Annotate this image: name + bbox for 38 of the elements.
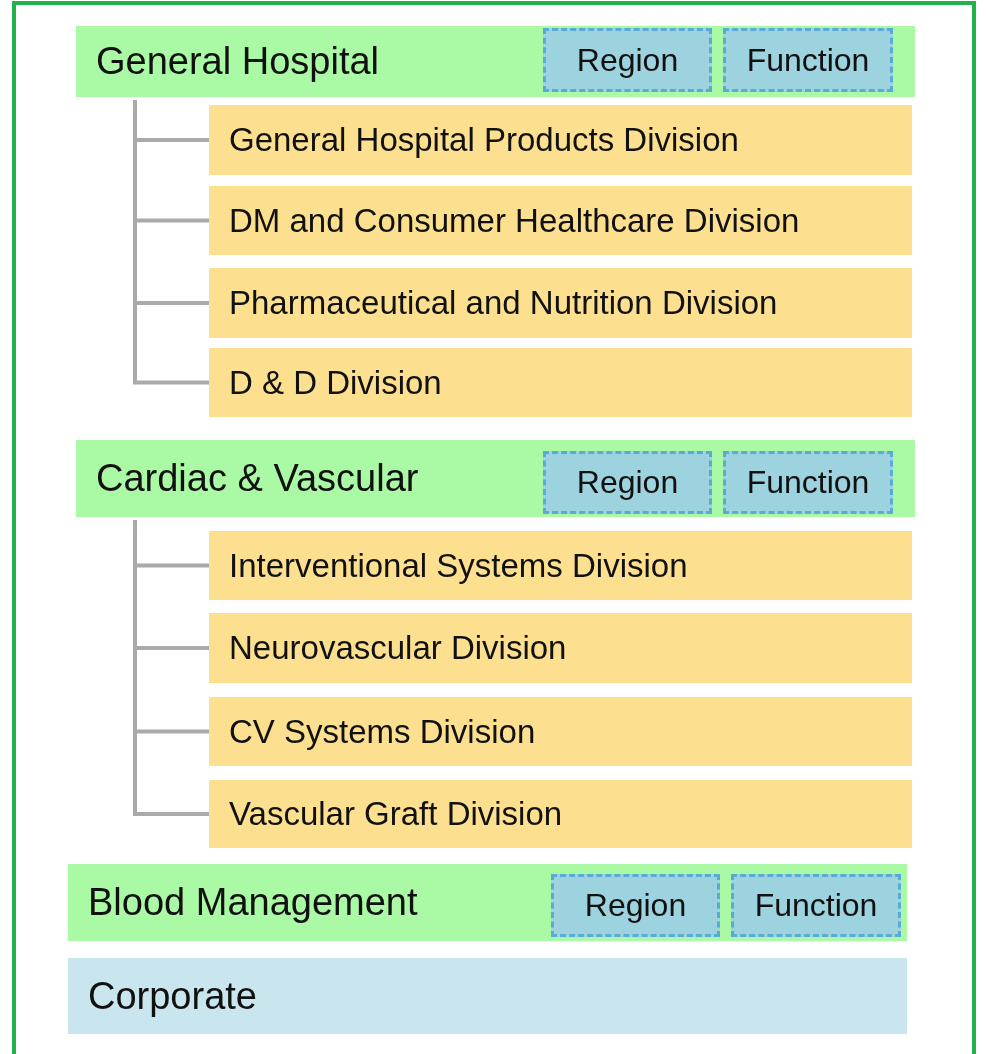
tag-box: [551, 874, 720, 937]
group-band: [68, 864, 907, 941]
node-label: Corporate: [88, 974, 257, 1018]
node-label: CV Systems Division: [229, 712, 536, 751]
division-box: [209, 780, 912, 848]
connector-line: [133, 100, 209, 385]
division-box: [209, 697, 912, 766]
connector-line: [133, 520, 209, 816]
division-box: [209, 613, 912, 683]
division-box: [209, 531, 912, 600]
node-label: Function: [754, 887, 878, 924]
node-label: General Hospital: [96, 40, 380, 83]
tag-box: [543, 451, 712, 514]
tag-box: [731, 874, 901, 937]
node-label: Neurovascular Division: [229, 629, 567, 667]
division-box: [209, 105, 912, 175]
node-label: D & D Division: [229, 363, 442, 402]
group-band: [76, 26, 915, 97]
node-label: Pharmaceutical and Nutrition Division: [229, 284, 778, 322]
tag-box: [723, 451, 893, 514]
node-label: Vascular Graft Division: [229, 795, 563, 833]
node-label: Blood Management: [88, 881, 418, 924]
node-label: General Hospital Products Division: [229, 121, 739, 159]
node-label: DM and Consumer Healthcare Division: [229, 201, 800, 240]
division-box: [209, 348, 912, 417]
node-label: Region: [576, 41, 679, 79]
tag-box: [543, 28, 712, 92]
node-label: Function: [746, 41, 870, 79]
node-label: Cardiac & Vascular: [96, 457, 419, 500]
node-label: Region: [576, 464, 679, 501]
tag-box: [723, 28, 893, 92]
corporate-band: [68, 958, 907, 1034]
group-band: [76, 440, 915, 517]
node-label: Function: [746, 464, 870, 501]
node-label: Interventional Systems Division: [229, 546, 688, 585]
node-label: Region: [584, 887, 687, 924]
division-box: [209, 186, 912, 255]
division-box: [209, 268, 912, 338]
